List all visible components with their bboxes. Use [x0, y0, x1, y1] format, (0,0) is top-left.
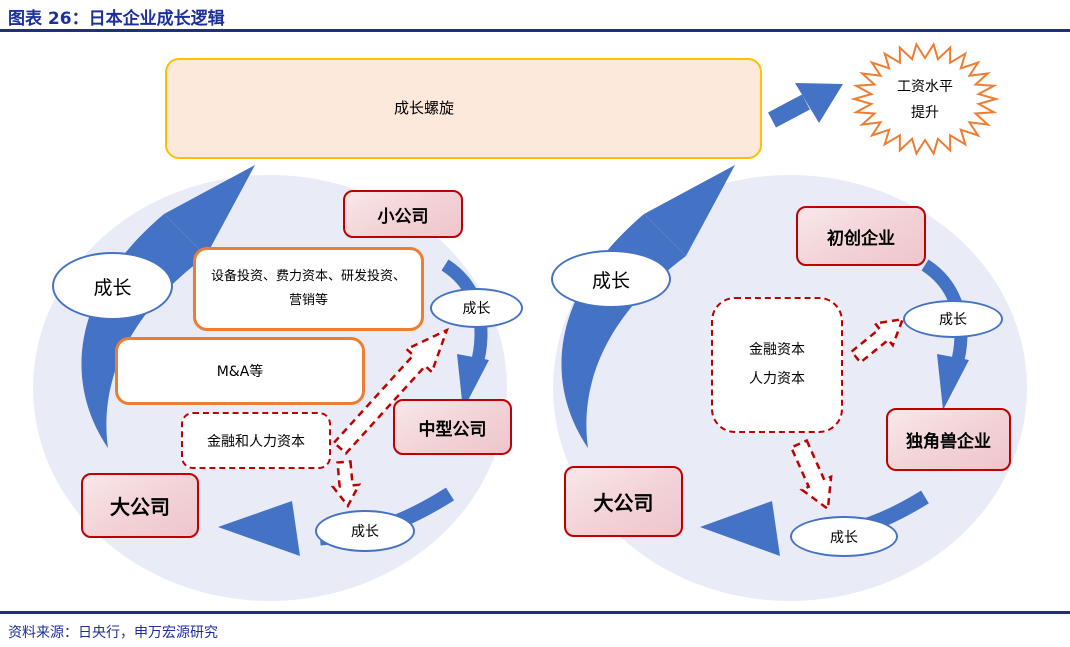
left-growth-ellipse-right: 成长: [430, 288, 523, 328]
left-growth-ellipse-upper: 成长: [52, 252, 173, 320]
right-capital-box: 金融资本 人力资本: [711, 297, 843, 433]
right-large-company-box: 大公司: [564, 466, 683, 537]
capital-line2: 人力资本: [749, 371, 805, 387]
left-ma-box: M&A等: [115, 337, 365, 405]
to-large-co-arrow-head: [218, 501, 300, 556]
big-upward-arrow-head: [164, 165, 255, 256]
right-growth-ellipse-bottom: 成长: [790, 516, 898, 557]
header-rule: [0, 29, 1070, 32]
big-upward-arrow-head: [644, 165, 735, 256]
startup-to-unicorn-arrow-head: [937, 354, 969, 410]
spiral-to-wage-arrow: [768, 83, 843, 128]
wage-increase-burst: [850, 41, 1000, 157]
capital-to-growth-arrow-right-lower: [789, 438, 833, 512]
capital-flow-arrows: [330, 317, 905, 512]
wage-increase-label: 工资水平 提升: [865, 70, 985, 130]
capital-to-growth-arrow-left-long: [332, 327, 449, 456]
capital-line1: 金融资本: [749, 342, 805, 358]
left-mid-company-box: 中型公司: [393, 399, 512, 455]
left-small-company-box: 小公司: [343, 190, 463, 238]
growth-spiral-banner: [165, 58, 762, 159]
right-growth-ellipse-upper: 成长: [551, 250, 671, 308]
left-growth-ellipse-bottom: 成长: [315, 510, 415, 552]
to-large-co-arrow-head: [700, 501, 780, 556]
right-growth-ellipse-right: 成长: [903, 300, 1003, 338]
wage-line2: 提升: [911, 105, 939, 121]
source-note: 资料来源：日央行，申万宏源研究: [8, 625, 218, 641]
right-startup-box: 初创企业: [796, 206, 926, 266]
capital-to-growth-arrow-right-upper: [849, 317, 905, 365]
left-capital-box: 金融和人力资本: [181, 412, 331, 469]
left-investment-box: 设备投资、费力资本、研发投资、营销等: [193, 247, 424, 331]
growth-spiral-label: 成长螺旋: [393, 98, 454, 117]
wage-line1: 工资水平: [897, 79, 953, 95]
footer-rule: [0, 611, 1070, 614]
right-unicorn-box: 独角兽企业: [886, 408, 1011, 471]
spiral-to-wage-arrow-body: [768, 94, 810, 128]
spiral-to-wage-arrow-head: [795, 83, 843, 123]
figure-title: 图表 26：日本企业成长逻辑: [8, 9, 225, 29]
small-to-mid-arrow-head: [457, 354, 489, 410]
left-large-company-box: 大公司: [81, 473, 199, 538]
capital-to-growth-arrow-left-short: [330, 460, 362, 509]
